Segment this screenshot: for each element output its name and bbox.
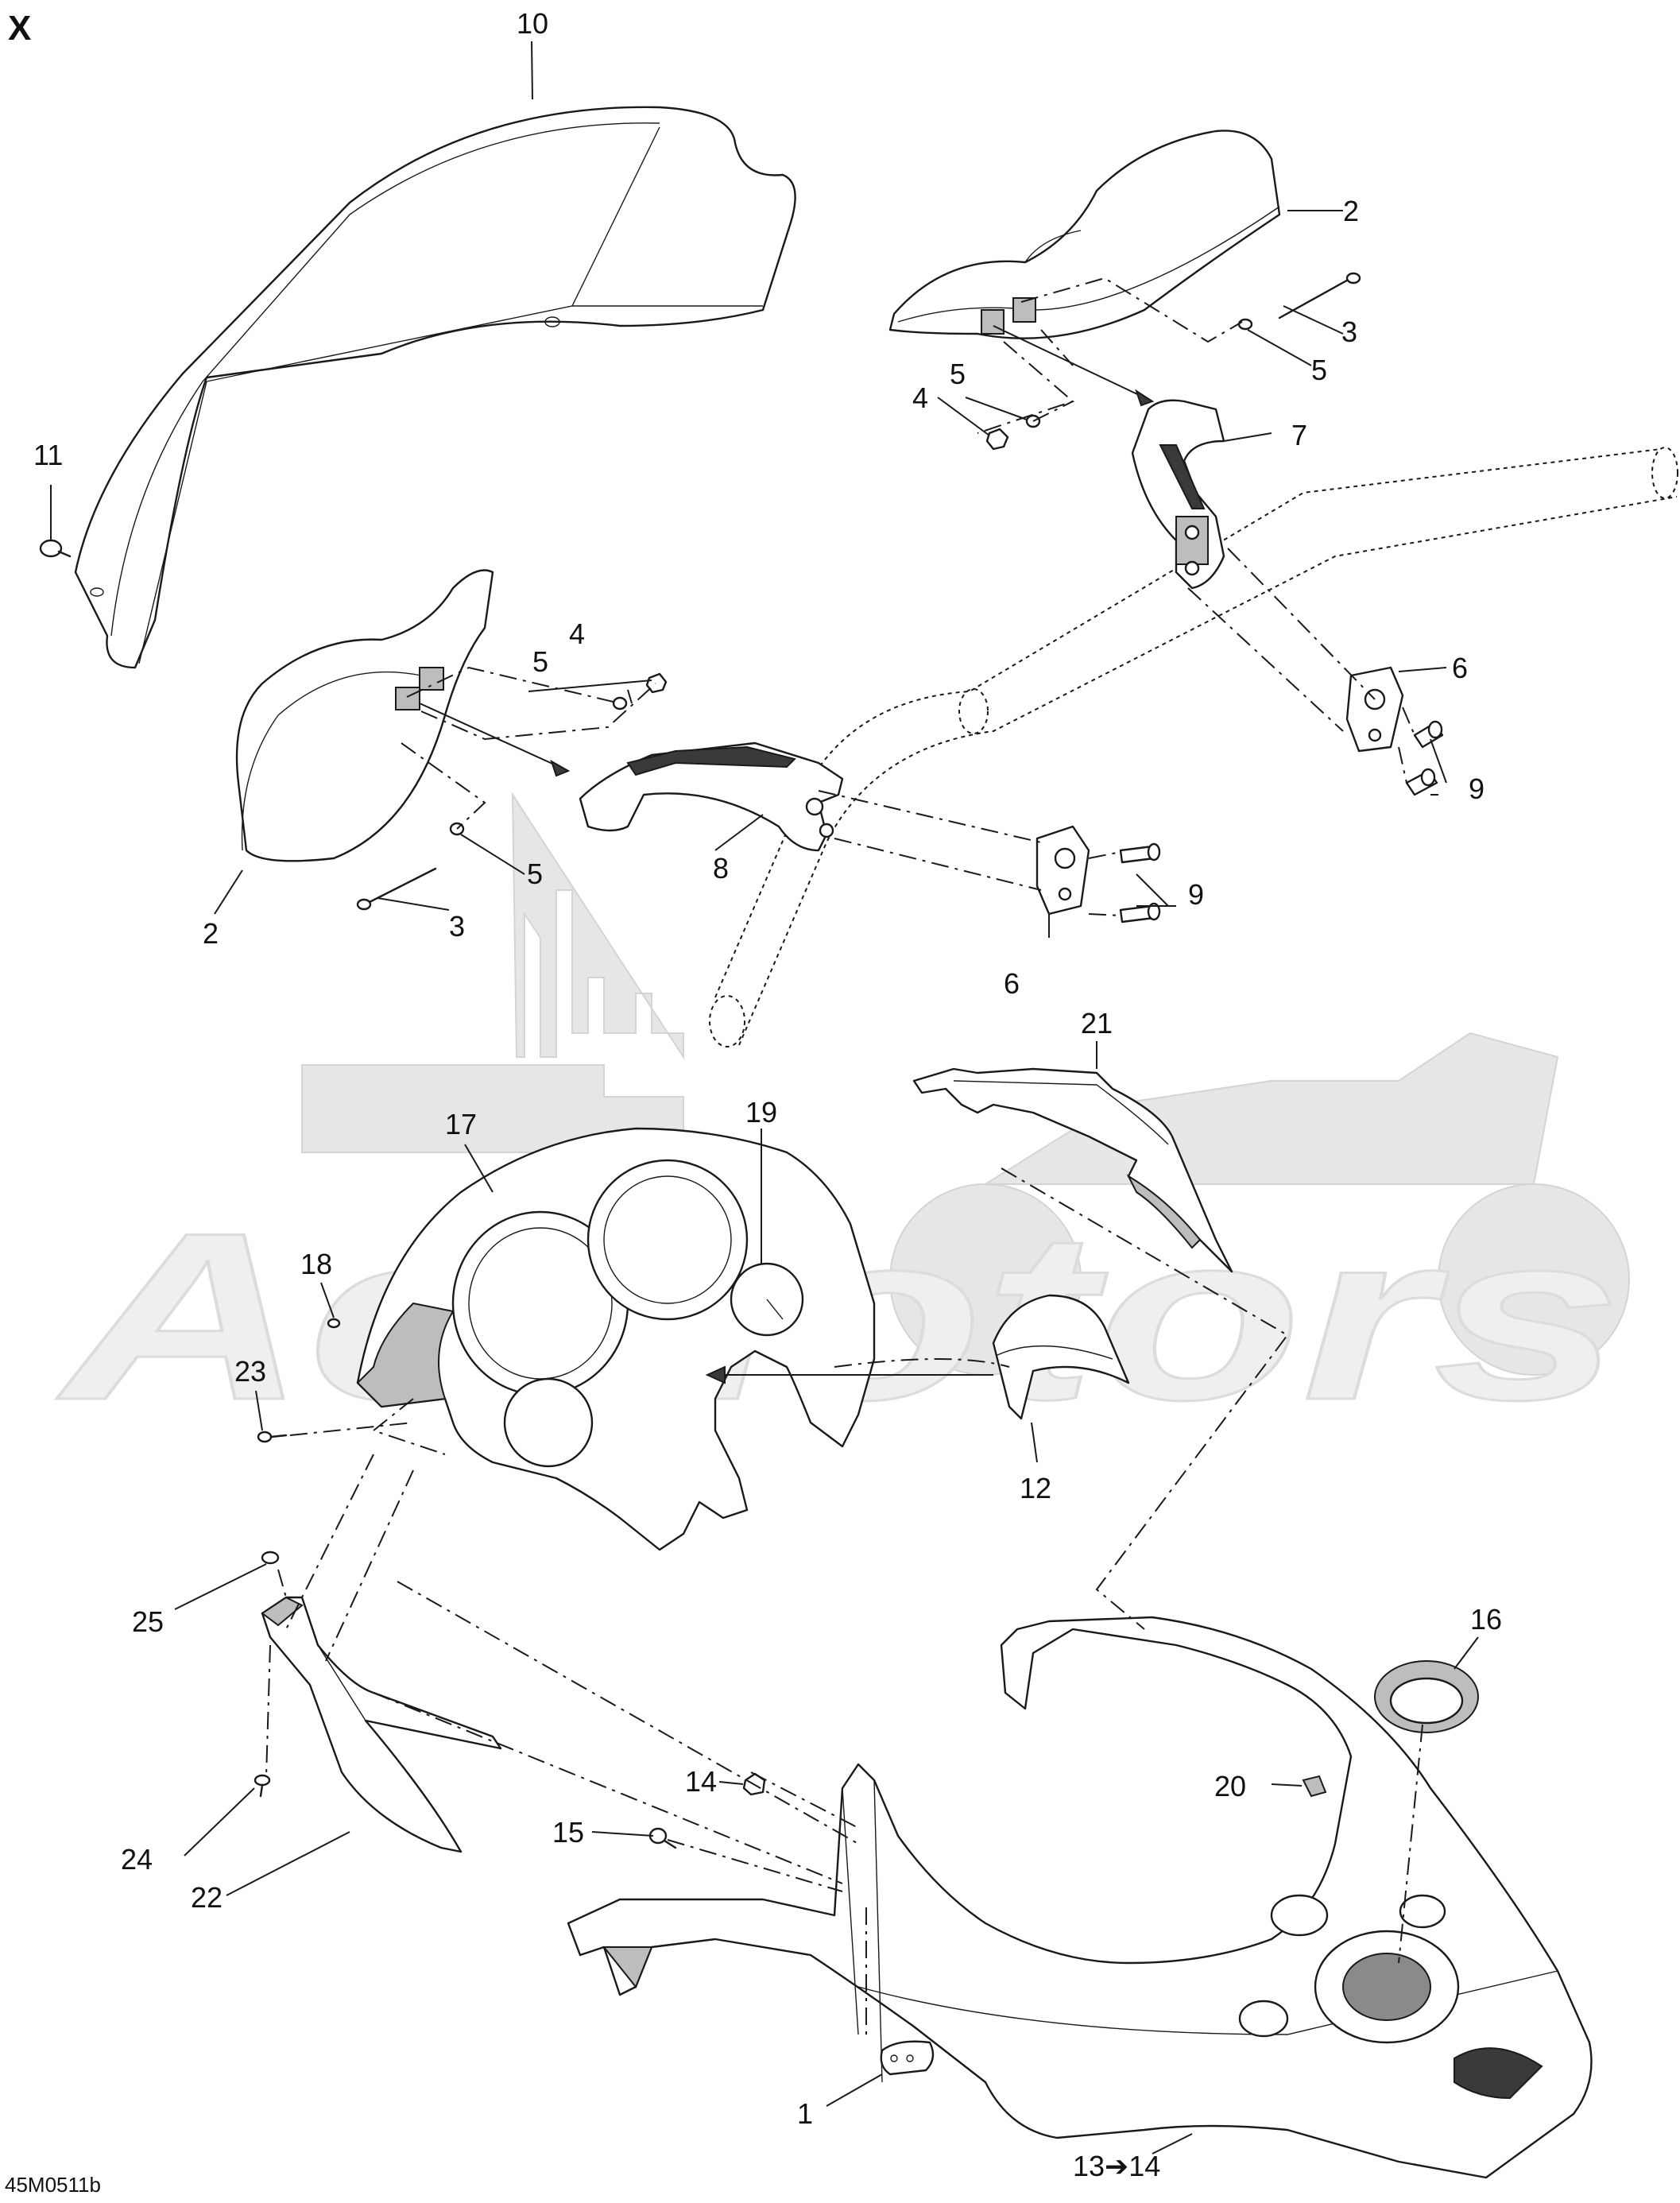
callout-1: 1 <box>797 2097 813 2130</box>
diagram-letter: X <box>8 9 31 48</box>
plate-part-1 <box>880 2040 935 2076</box>
callout-21: 21 <box>1081 1007 1113 1040</box>
assembly-lines <box>265 277 1423 2038</box>
callout-9-right: 9 <box>1469 772 1485 805</box>
windshield-part-10 <box>74 106 796 669</box>
screw-part-23 <box>257 1431 288 1443</box>
callout-13-14: 13➔14 <box>1073 2150 1160 2182</box>
callout-23: 23 <box>234 1355 266 1388</box>
ring-part-16 <box>1374 1660 1479 1733</box>
console-part-13 <box>567 1616 1593 2179</box>
screw-part-15 <box>648 1827 677 1849</box>
clamp-lower-part-6 <box>1035 825 1090 916</box>
clip-part-20 <box>1302 1775 1327 1798</box>
callout-25: 25 <box>132 1605 164 1638</box>
callout-3-right: 3 <box>1341 316 1357 348</box>
leader-lines <box>50 41 1479 2155</box>
callout-5-right-upper: 5 <box>1311 354 1327 386</box>
callout-2-left: 2 <box>203 917 219 950</box>
hand-guard-left-part-2 <box>235 569 494 862</box>
callout-11: 11 <box>33 439 63 471</box>
callout-5-left-upper: 5 <box>532 645 548 678</box>
callout-6-left: 6 <box>1004 967 1020 1000</box>
nut-part-4-b <box>645 672 668 694</box>
callout-22: 22 <box>191 1881 223 1914</box>
washer-part-5-a <box>1237 318 1253 331</box>
screw-part-9-d <box>1405 768 1438 796</box>
callout-19: 19 <box>745 1096 777 1129</box>
callout-15: 15 <box>552 1816 584 1849</box>
callout-14: 14 <box>685 1765 717 1798</box>
callout-9-left: 9 <box>1188 878 1204 911</box>
screw-part-9-c <box>1413 720 1444 749</box>
deflector-part-22 <box>261 1596 502 1853</box>
callout-18: 18 <box>300 1248 332 1280</box>
callout-24: 24 <box>121 1843 153 1876</box>
bolt-part-3-right <box>1278 272 1361 319</box>
callout-12: 12 <box>1020 1472 1051 1504</box>
cover-part-21 <box>912 1067 1233 1273</box>
callout-labels: 1 2 2 3 3 4 4 5 5 5 5 6 6 7 8 9 9 10 11 … <box>33 7 1502 2182</box>
hand-guard-right-part-2 <box>888 130 1281 339</box>
callout-16: 16 <box>1470 1603 1502 1636</box>
callout-5-left-lower: 5 <box>527 858 543 890</box>
hand-guard-bracket-part-7 <box>1131 399 1225 590</box>
callout-4-right: 4 <box>912 381 928 414</box>
drawing-code: 45M0511b <box>5 2173 101 2197</box>
callout-5-right-lower: 5 <box>950 358 966 390</box>
callout-8: 8 <box>713 852 729 885</box>
callout-7: 7 <box>1291 419 1307 451</box>
screw-part-24 <box>254 1774 271 1798</box>
callout-2-right: 2 <box>1343 195 1359 227</box>
hand-guard-bracket-part-8 <box>579 741 844 852</box>
arrows <box>419 325 1155 1384</box>
callout-17: 17 <box>445 1108 477 1140</box>
screw-part-9-b <box>1119 902 1161 923</box>
gauge-housing-part-17 <box>356 1127 876 1551</box>
cap-part-12 <box>992 1294 1130 1420</box>
callout-20: 20 <box>1214 1770 1246 1802</box>
callout-4-left: 4 <box>569 618 585 650</box>
washer-part-25 <box>261 1551 280 1565</box>
screw-part-18 <box>327 1318 341 1329</box>
nut-part-4-a <box>985 428 1009 451</box>
callout-6-right: 6 <box>1452 652 1468 684</box>
washer-part-5-c <box>612 696 628 710</box>
bolt-part-3-left <box>356 867 437 911</box>
push-rivet-part-11 <box>39 539 72 558</box>
screw-part-9-a <box>1119 842 1161 864</box>
callout-10: 10 <box>517 7 548 40</box>
callout-3-left: 3 <box>449 910 465 943</box>
